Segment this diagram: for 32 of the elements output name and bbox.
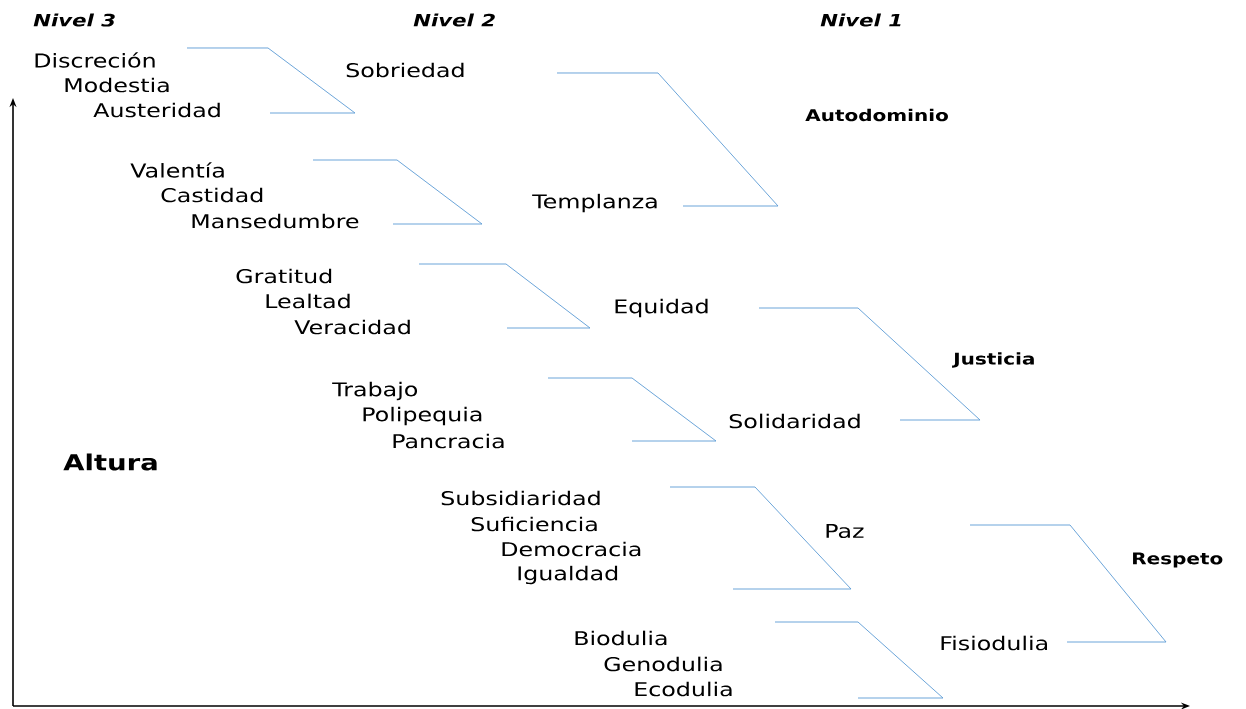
level-heading: Nivel 2: [413, 13, 495, 27]
value-label: Veracidad: [294, 319, 410, 335]
value-label: Democracia: [502, 541, 641, 557]
value-label: Pancracia: [393, 433, 504, 449]
value-label: Solidaridad: [729, 413, 860, 429]
value-label: Suficiencia: [471, 516, 597, 532]
level-heading: Nivel 3: [33, 13, 115, 27]
value-label: Sobriedad: [346, 62, 464, 78]
value-label: Justicia: [952, 352, 1034, 368]
level-heading: Nivel 1: [820, 13, 901, 27]
value-label: Ecodulia: [635, 681, 732, 697]
value-label: Lealtad: [266, 293, 350, 309]
value-label: Igualdad: [518, 565, 618, 585]
value-label: Gratitud: [236, 268, 332, 284]
value-label: Autodominio: [805, 108, 948, 122]
value-label: Valentía: [130, 162, 224, 178]
value-label: Paz: [826, 523, 864, 539]
value-label: Respeto: [1133, 552, 1223, 568]
value-label: Equidad: [615, 298, 708, 318]
value-label: Genodulia: [604, 656, 722, 672]
value-label: Subsidiaridad: [441, 490, 600, 506]
value-label: Templanza: [532, 193, 657, 213]
value-label: Austeridad: [93, 102, 220, 118]
value-label: Discreción: [35, 52, 155, 68]
value-label: Polipequia: [363, 406, 482, 426]
value-label: Biodulia: [575, 630, 667, 646]
value-label: Modestia: [65, 77, 169, 93]
value-label: Mansedumbre: [192, 213, 359, 229]
axis-label: Altura: [63, 453, 157, 471]
value-label: Castidad: [161, 187, 263, 203]
value-label: Trabajo: [332, 381, 418, 401]
value-label: Fisiodulia: [941, 635, 1047, 651]
